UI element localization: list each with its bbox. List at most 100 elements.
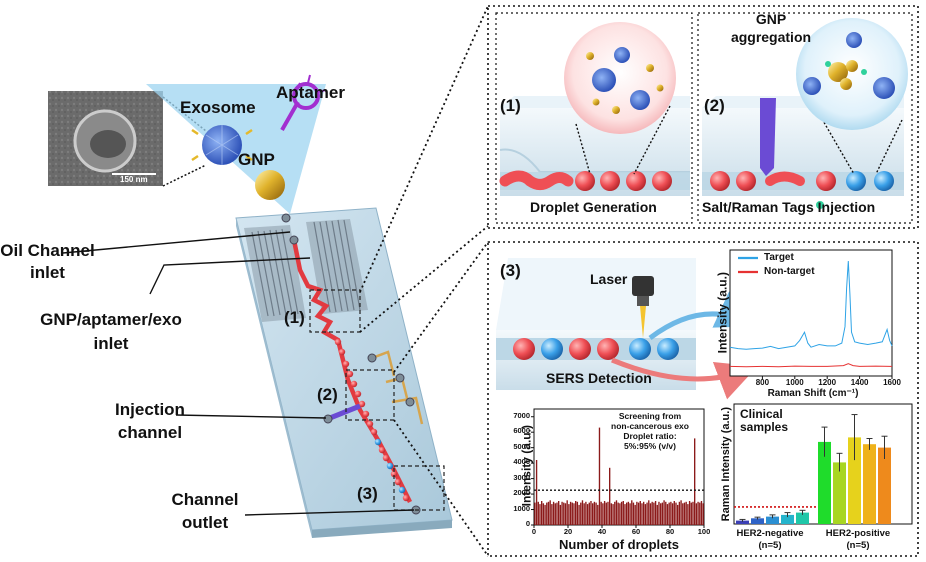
spectrum-xtick-label: 800: [755, 378, 770, 387]
droplet-bar: [588, 502, 590, 525]
channel-droplet: [370, 428, 378, 436]
channel-droplet: [382, 454, 390, 462]
droplet-bar: [551, 504, 553, 525]
spectrum-xlabel: Raman Shift (cm⁻¹): [767, 388, 859, 399]
droplet-bar: [651, 501, 653, 525]
serpentine-channel-left: [244, 225, 306, 322]
droplet-bar: [554, 503, 556, 525]
panel1-block: [499, 96, 690, 196]
droplet-bar: [627, 501, 630, 525]
clinical-bar: [818, 441, 831, 524]
droplet-bar: [598, 427, 601, 525]
bar-ytick-label: 6000: [513, 426, 530, 436]
droplet-bar: [614, 501, 616, 525]
bar-xtick-label: 0: [531, 527, 537, 536]
droplet-bar: [678, 501, 681, 525]
panel2-title-line1: GNP: [755, 11, 787, 27]
droplet-bar: [581, 500, 584, 525]
droplet-bar: [544, 504, 546, 525]
panel2-frame: [697, 12, 913, 224]
droplet-bar: [626, 502, 628, 525]
exosome-icon: [191, 125, 253, 165]
droplet-bar: [547, 501, 550, 525]
raman-tag-icon: [816, 201, 824, 209]
droplet-bar: [539, 504, 541, 525]
clinical-title: Clinical samples: [740, 407, 789, 435]
channel-droplet: [394, 478, 402, 486]
droplet-bar: [639, 501, 641, 525]
droplet-bar: [595, 502, 597, 525]
spectrum-xtick-label: 1200: [818, 378, 837, 387]
panel-bottom-frame: [487, 241, 919, 557]
droplet-bar: [671, 503, 674, 525]
spectrum-xtick-label: 1400: [850, 378, 869, 387]
droplet-bar: [620, 501, 623, 525]
droplet-bar: [699, 502, 701, 525]
channel-droplet: [350, 380, 358, 388]
bar-xtick-label: 100: [697, 527, 711, 536]
channel-droplet: [366, 420, 374, 428]
bar-ytick-label: 7000: [513, 410, 530, 420]
droplet-bar: [673, 501, 675, 525]
panel3-number: (3): [500, 261, 521, 280]
chip-region-1-label: (1): [284, 308, 305, 327]
sem-to-exosome-line-2: [162, 164, 207, 187]
droplet-bar: [571, 502, 573, 525]
droplet-bar: [602, 503, 604, 525]
bar-xtick-label: 60: [631, 527, 641, 536]
droplet-bar: [593, 501, 596, 525]
droplet-bar: [534, 502, 536, 525]
region-box-3: [393, 465, 445, 511]
droplet-bar: [680, 500, 682, 525]
droplet-bar: [668, 502, 670, 525]
oil-channel-label-line2: inlet: [30, 263, 65, 282]
droplet-bar: [590, 501, 592, 525]
channel-droplet: [354, 390, 362, 398]
droplet-bar: [566, 500, 568, 525]
panel2-title-line2: aggregation: [730, 29, 812, 45]
droplet-bar: [600, 501, 602, 525]
clinical-bar: [833, 462, 846, 524]
channel-droplet: [342, 360, 350, 368]
clinical-bar: [751, 518, 764, 524]
panel2-caption: Salt/Raman Tags Injection: [702, 199, 876, 215]
injection-inlets: [281, 213, 424, 515]
series-nontarget-line: [729, 363, 893, 368]
droplet-bar: [683, 502, 686, 525]
droplet-bar: [610, 503, 613, 525]
droplet-bar: [561, 501, 563, 525]
sem-image: [48, 91, 163, 186]
droplet-bar: [583, 503, 585, 525]
chip-region-2-label: (2): [317, 385, 338, 404]
droplet-bar: [612, 504, 614, 525]
droplet-bar: [682, 503, 684, 525]
droplet-bar: [541, 501, 543, 525]
bar-ytick-label: 0: [525, 519, 530, 528]
droplet-bar: [549, 500, 551, 525]
bar-ytick-label: 5000: [513, 441, 530, 451]
clinical-bar: [848, 437, 861, 524]
exosome-label: Exosome: [180, 98, 256, 117]
clinical-bar: [781, 514, 794, 524]
channel-outlet-label-line2: outlet: [181, 513, 229, 532]
droplet-bar: [576, 501, 579, 525]
droplet-bar: [629, 503, 631, 525]
zoom-lines: [359, 5, 489, 557]
injection-arrow-icon: [329, 403, 361, 421]
oil-channel-label-line1: Oil Channel: [0, 241, 95, 260]
droplet-bar: [622, 501, 624, 525]
droplet-bar: [656, 504, 658, 525]
droplet-bar: [653, 502, 655, 525]
droplet-screening-chart: [531, 408, 705, 528]
droplet-bar: [700, 501, 703, 525]
droplet-bar: [586, 504, 589, 525]
bar-ytick-label: 2000: [513, 488, 530, 498]
bar-xtick-label: 20: [563, 527, 573, 536]
droplet-bar: [637, 502, 640, 525]
clinical-samples-chart: [733, 403, 913, 525]
droplet-bar: [597, 504, 599, 525]
laser-label: Laser: [590, 271, 628, 287]
droplet-bar: [688, 501, 691, 525]
droplet-bar: [636, 501, 638, 525]
